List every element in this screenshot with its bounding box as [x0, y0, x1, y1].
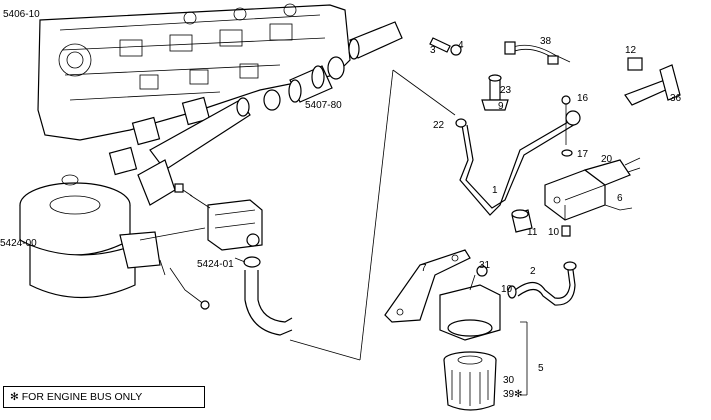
asterisk-icon: ✻: [10, 391, 19, 403]
label-p9: 9: [498, 101, 504, 112]
label-p16: 16: [577, 93, 589, 104]
label-head: 5406-10: [3, 9, 40, 20]
label-intake: 5407-80: [305, 100, 342, 111]
leader-lines: [234, 69, 528, 396]
hose: [243, 256, 293, 336]
exhaust-manifold: [108, 96, 251, 206]
label-p30: 30: [503, 375, 515, 386]
label-p1: 1: [492, 185, 498, 196]
intake-pipe: [263, 21, 403, 111]
label-p4: 4: [458, 40, 464, 51]
label-p23: 23: [500, 85, 512, 96]
fittings-right: [511, 209, 571, 237]
label-p36: 36: [670, 93, 682, 104]
label-p38: 38: [540, 36, 552, 47]
fuel-line: [455, 110, 581, 216]
label-p12: 12: [625, 45, 637, 56]
valve-block: [544, 95, 641, 221]
legend-note: ✻ FOR ENGINE BUS ONLY: [3, 386, 205, 408]
label-p31: 31: [479, 260, 491, 271]
bracket-right: [624, 57, 681, 106]
label-p22: 22: [433, 120, 445, 131]
fuel-line-2: [507, 261, 577, 306]
fuel-filter: [443, 351, 497, 411]
pump-assembly: [174, 183, 263, 251]
label-turbo: 5424-00: [0, 238, 37, 249]
label-p10a: 10: [548, 227, 560, 238]
turbocharger: [19, 174, 210, 310]
cylinder-head: [37, 3, 351, 141]
label-p2: 2: [530, 266, 536, 277]
filter-bracket: [384, 249, 501, 341]
label-p20: 20: [601, 154, 613, 165]
label-p5: 5: [538, 363, 544, 374]
label-p6: 6: [617, 193, 623, 204]
label-p39: 39✻: [503, 389, 523, 400]
label-p10b: 10: [501, 284, 513, 295]
small-parts-top: [429, 37, 571, 111]
label-p11: 11: [527, 227, 538, 238]
label-p7: 7: [421, 263, 427, 274]
legend-note-text: FOR ENGINE BUS ONLY: [21, 391, 143, 403]
callout-labels: 5406-10 5407-80 5424-00 5424-01 1 2 3 4 …: [0, 9, 682, 400]
label-p17: 17: [577, 149, 589, 160]
label-pump: 5424-01: [197, 259, 234, 270]
label-p3: 3: [430, 45, 436, 56]
